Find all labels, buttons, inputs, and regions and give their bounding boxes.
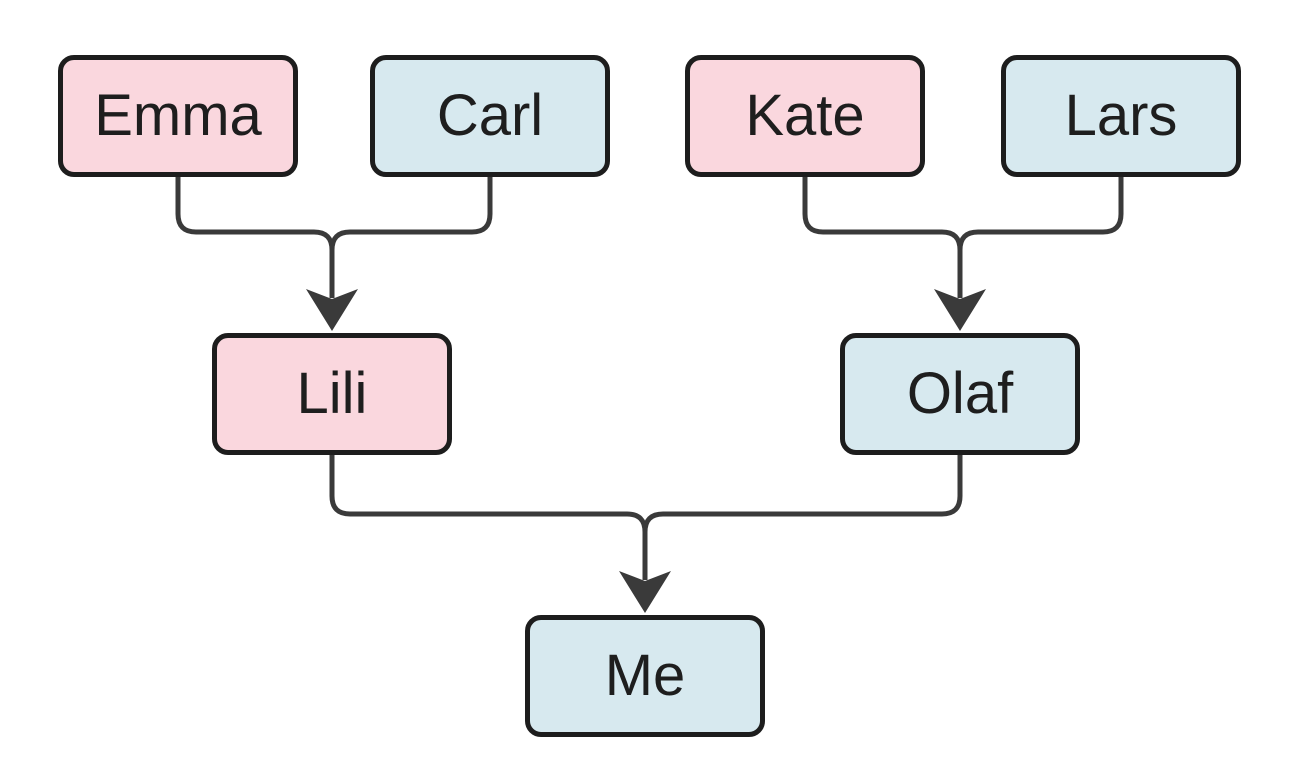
edge-olaf-me xyxy=(642,455,963,580)
node-lili: Lili xyxy=(212,333,452,455)
arrowhead-icon xyxy=(934,289,986,331)
edge-emma-lili xyxy=(175,177,335,298)
node-lars-label: Lars xyxy=(1064,83,1178,148)
edge-kate-olaf xyxy=(802,177,963,298)
node-olaf-label: Olaf xyxy=(906,361,1014,426)
edge-carl-lili xyxy=(329,177,493,298)
node-carl: Carl xyxy=(370,55,610,177)
edge-lili-me xyxy=(329,455,648,580)
node-emma: Emma xyxy=(58,55,298,177)
node-kate: Kate xyxy=(685,55,925,177)
node-me-label: Me xyxy=(604,643,686,708)
edge-lars-olaf xyxy=(957,177,1124,298)
node-carl-label: Carl xyxy=(436,83,544,148)
node-kate-label: Kate xyxy=(745,83,865,148)
arrowhead-icon xyxy=(619,571,671,613)
arrowhead-icon xyxy=(306,289,358,331)
node-olaf: Olaf xyxy=(840,333,1080,455)
node-lars: Lars xyxy=(1001,55,1241,177)
node-lili-label: Lili xyxy=(296,361,368,426)
node-me: Me xyxy=(525,615,765,737)
node-emma-label: Emma xyxy=(94,83,262,148)
